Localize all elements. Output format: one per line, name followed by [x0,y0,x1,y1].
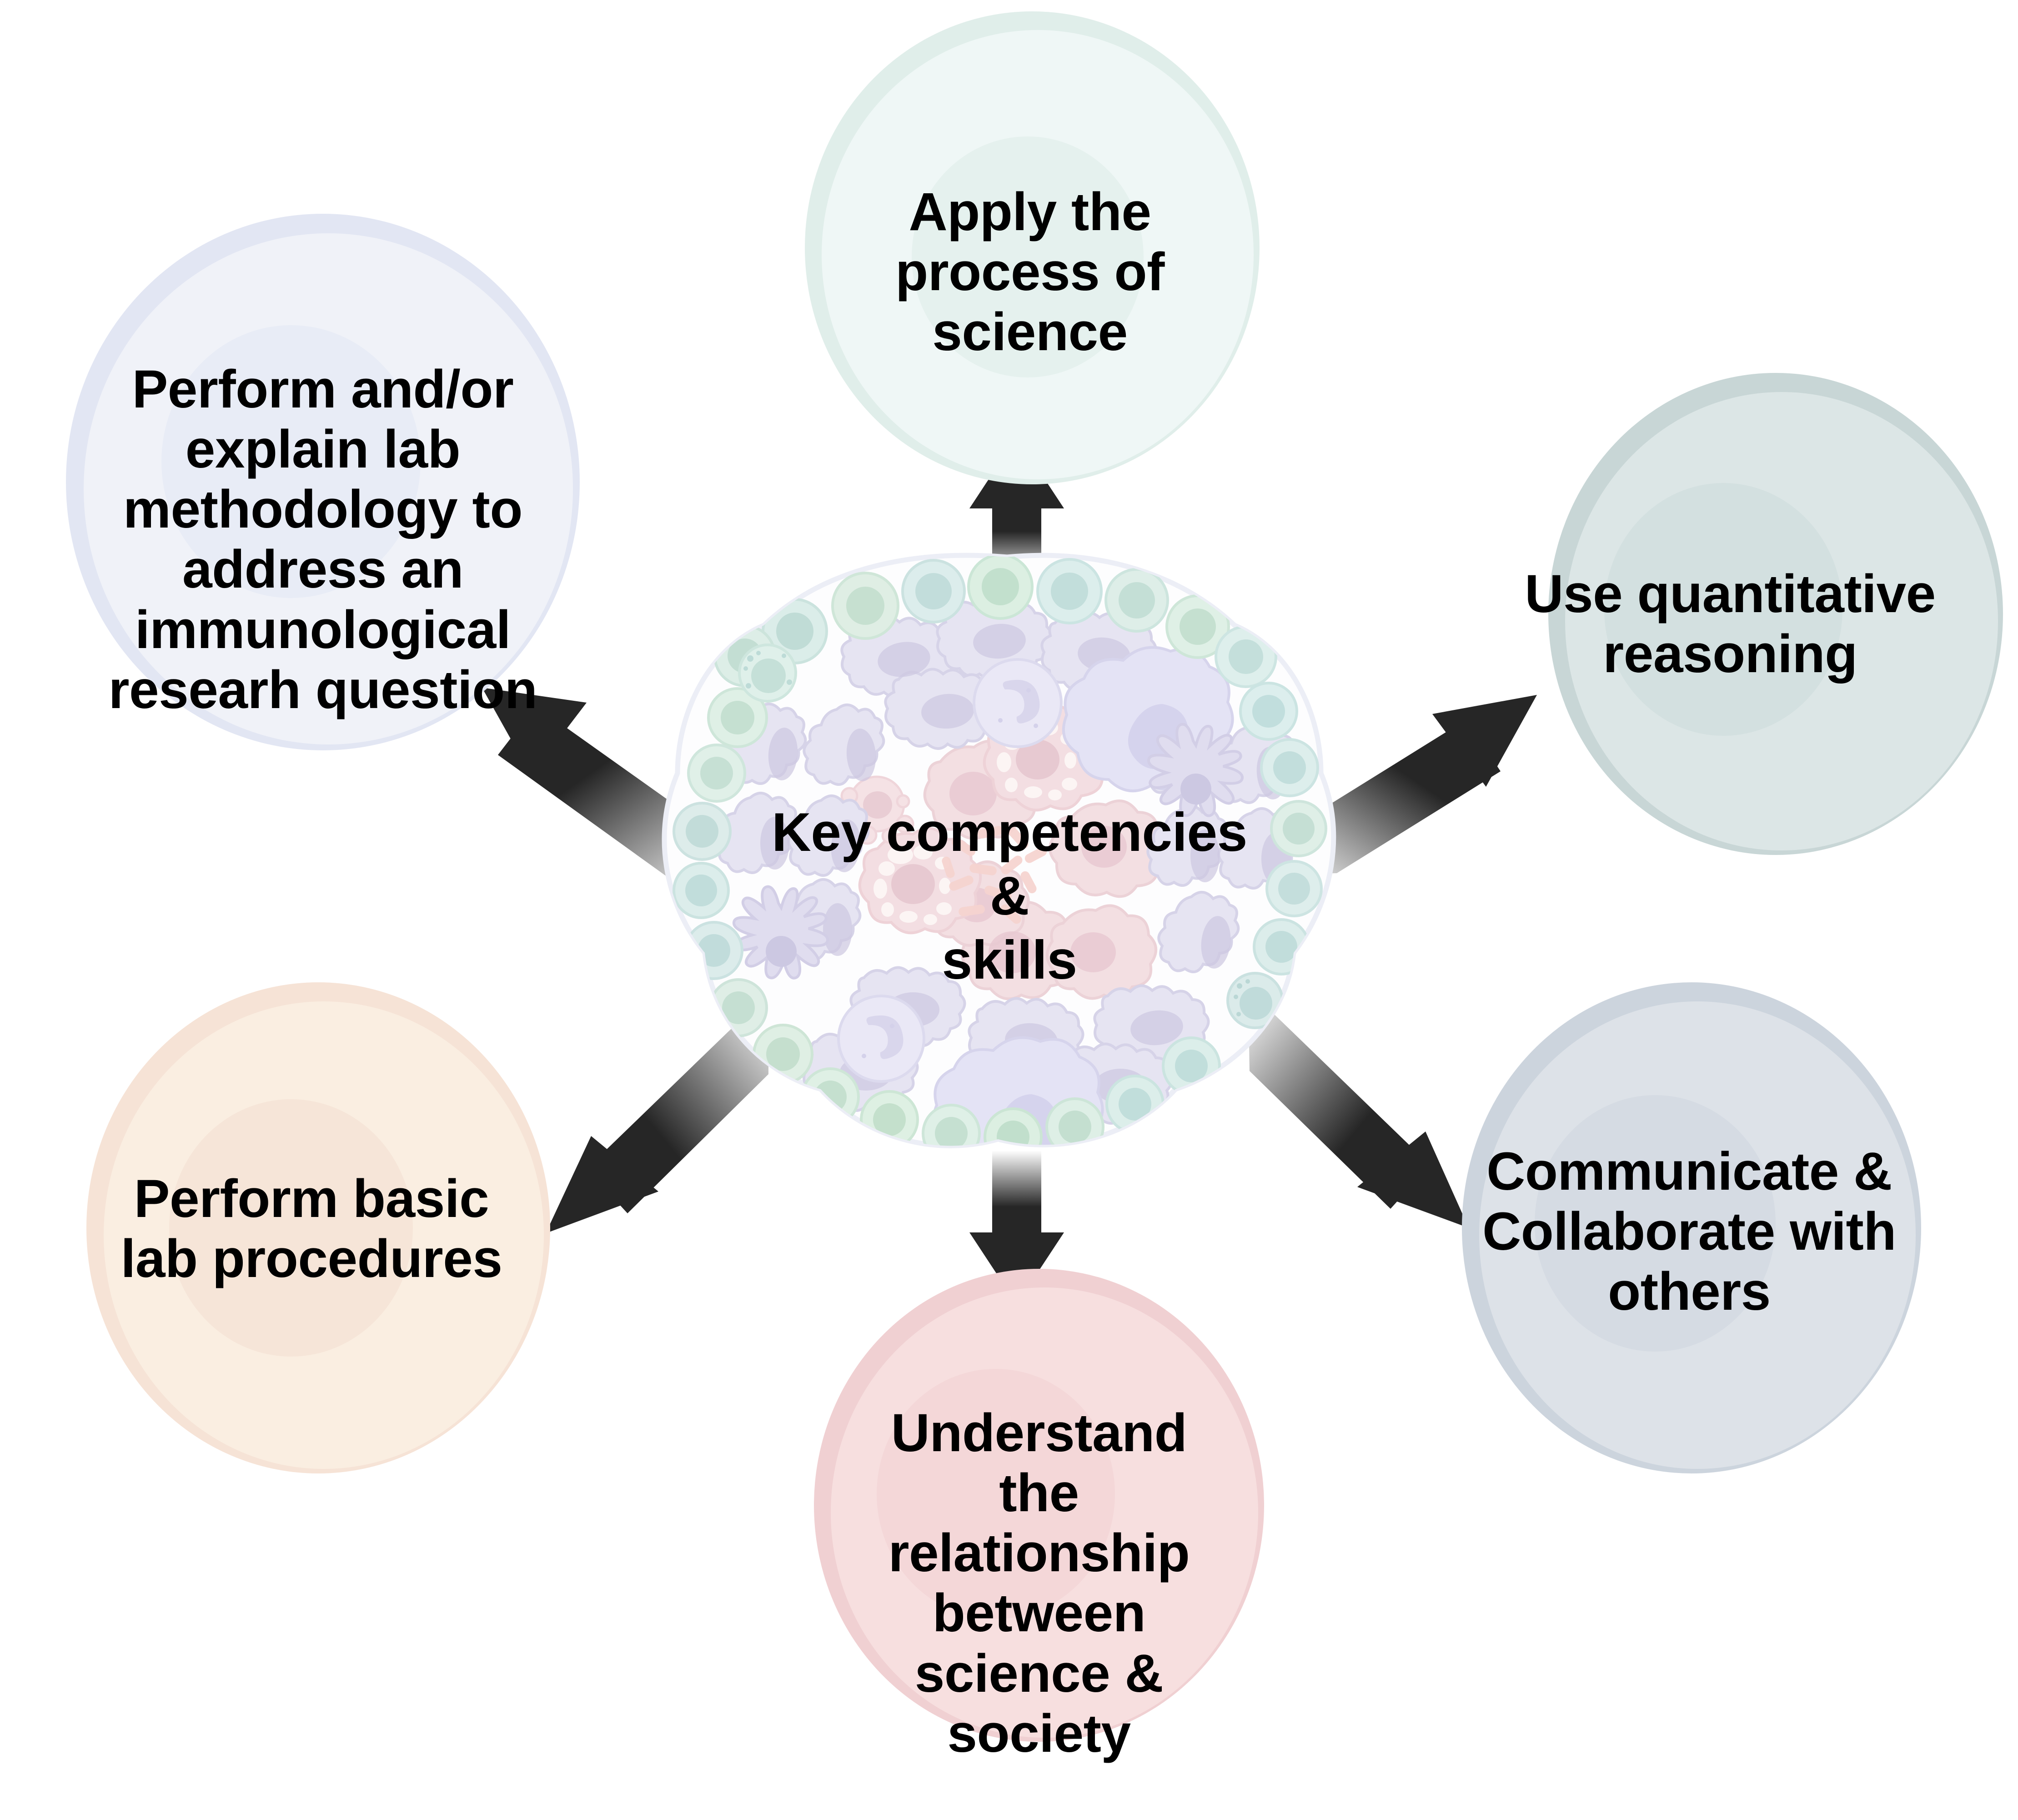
arrow-to-science-society [969,1151,1064,1304]
bubble-science-society[interactable] [814,1269,1264,1742]
bubble-quantitative-reasoning[interactable] [1548,373,2003,855]
bubble-communicate-collaborate[interactable] [1462,982,1921,1473]
core-pink-cells [837,704,1166,1000]
bacteria-rods [942,826,1047,924]
dendritic-cells [732,723,1244,980]
bubble-process-of-science[interactable] [805,11,1260,484]
bubble-lab-methodology[interactable] [66,214,580,750]
bubble-basic-lab-procedures[interactable] [86,982,550,1473]
arrow-to-basic-lab [546,994,768,1233]
lymphocyte-ring [673,555,1327,1146]
arrow-to-communicate [1248,989,1469,1228]
center-node-immune-cluster[interactable] [662,553,1336,1181]
